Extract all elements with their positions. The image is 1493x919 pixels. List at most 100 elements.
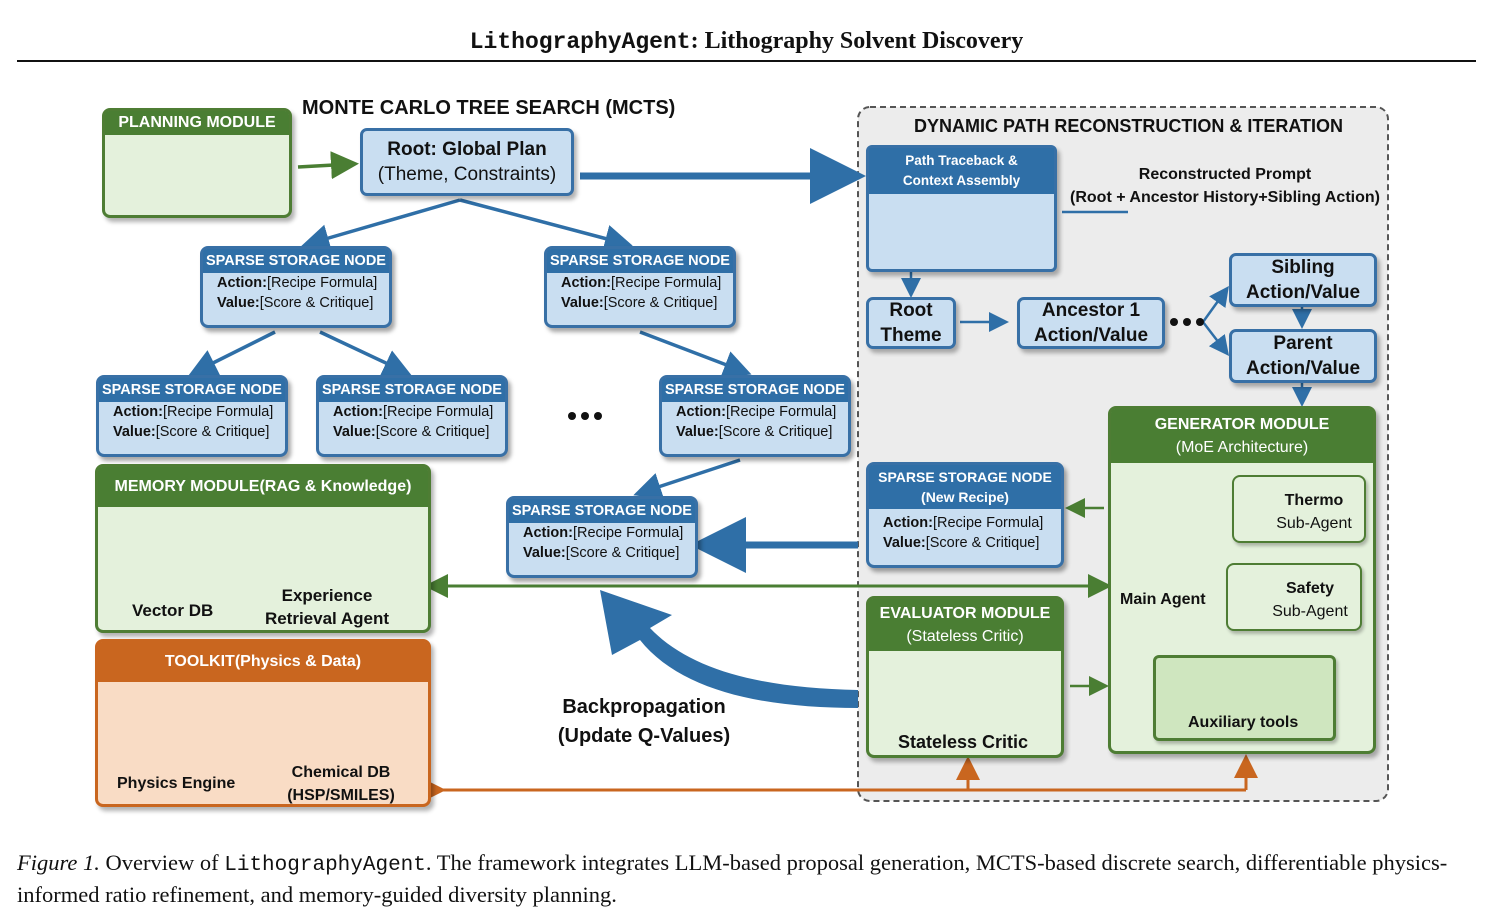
- planning-module: PLANNING MODULE: [102, 108, 292, 218]
- root-theme-box: Root Theme: [866, 297, 956, 349]
- sparse-node-action: Action:[Recipe Formula]: [523, 525, 684, 541]
- chemical-db-line1: Chemical DB: [291, 764, 391, 781]
- safety-line2: Sub-Agent: [1272, 603, 1348, 620]
- mcts-title: MONTE CARLO TREE SEARCH (MCTS): [302, 97, 676, 119]
- stateless-critic-label: Stateless Critic: [898, 732, 1029, 752]
- sparse-node-action: Action:[Recipe Formula]: [561, 275, 722, 291]
- sparse-node-l3: SPARSE STORAGE NODE Action:[Recipe Formu…: [506, 496, 698, 578]
- sparse-node-title: SPARSE STORAGE NODE: [203, 249, 389, 273]
- figure-caption: Figure 1. Overview of LithographyAgent. …: [17, 848, 1487, 909]
- sparse-node-title: SPARSE STORAGE NODE: [509, 499, 695, 523]
- sparse-node-value: Value:[Score & Critique]: [217, 295, 374, 311]
- caption-mono: LithographyAgent: [224, 854, 426, 877]
- figure-header: LithographyAgent: Lithography Solvent Di…: [0, 28, 1493, 55]
- sparse-node-value: Value:[Score & Critique]: [561, 295, 718, 311]
- evaluator-module: EVALUATOR MODULE (Stateless Critic): [866, 596, 1064, 758]
- physics-engine-label: Physics Engine: [117, 775, 236, 792]
- prompt-line1: Reconstructed Prompt: [1138, 166, 1312, 183]
- chemical-db-line2: (HSP/SMILES): [287, 787, 395, 804]
- toolkit-links: [422, 754, 1258, 802]
- safety-label: Safety Sub-Agent: [1266, 577, 1354, 623]
- sparse-node-l1-left: SPARSE STORAGE NODE Action:[Recipe Formu…: [200, 246, 392, 328]
- header-title-rest: : Lithography Solvent Discovery: [690, 28, 1024, 54]
- chemical-db-label: Chemical DB (HSP/SMILES): [278, 761, 404, 807]
- planning-module-title: PLANNING MODULE: [105, 111, 289, 135]
- sparse-node-title: SPARSE STORAGE NODE: [662, 378, 848, 402]
- backprop-label: Backpropagation (Update Q-Values): [540, 693, 748, 751]
- generator-header: GENERATOR MODULE (MoE Architecture): [1111, 409, 1373, 463]
- sparse-node-l2-a: SPARSE STORAGE NODE Action:[Recipe Formu…: [96, 375, 288, 457]
- sibling-box: Sibling Action/Value: [1229, 253, 1377, 307]
- sparse-node-value: Value:[Score & Critique]: [676, 424, 833, 440]
- sparse-node-title: SPARSE STORAGE NODE: [547, 249, 733, 273]
- sparse-node-action: Action:[Recipe Formula]: [333, 404, 494, 420]
- parent-box: Parent Action/Value: [1229, 329, 1377, 383]
- root-line1: Root: Global Plan: [387, 139, 547, 160]
- evaluator-title: EVALUATOR MODULE: [879, 605, 1051, 622]
- caption-label: Figure 1.: [17, 850, 100, 875]
- safety-subagent: [1226, 563, 1362, 631]
- ancestor-line2: Action/Value: [1033, 325, 1149, 346]
- sparse-node-title: SPARSE STORAGE NODE: [99, 378, 285, 402]
- caption-text: . The framework integrates LLM-based pro…: [17, 850, 1448, 907]
- memory-module: MEMORY MODULE(RAG & Knowledge): [95, 464, 431, 633]
- sparse-node-l2-c: SPARSE STORAGE NODE Action:[Recipe Formu…: [659, 375, 851, 457]
- path-traceback-title: Path Traceback & Context Assembly: [869, 148, 1054, 194]
- experience-retrieval-label: Experience Retrieval Agent: [262, 584, 392, 630]
- memory-module-title: MEMORY MODULE(RAG & Knowledge): [98, 467, 428, 507]
- header-title-mono: LithographyAgent: [469, 29, 691, 55]
- evaluator-header: EVALUATOR MODULE (Stateless Critic): [869, 599, 1061, 651]
- sparse-node-action: Action:[Recipe Formula]: [217, 275, 378, 291]
- sparse-node-new-recipe: SPARSE STORAGE NODE (New Recipe) Action:…: [866, 462, 1064, 568]
- sparse-node-value: Value:[Score & Critique]: [113, 424, 270, 440]
- generator-subtitle: (MoE Architecture): [1175, 439, 1309, 456]
- new-recipe-title: SPARSE STORAGE NODE (New Recipe): [869, 465, 1061, 509]
- sparse-node-action: Action:[Recipe Formula]: [676, 404, 837, 420]
- backprop-arrow: [600, 590, 858, 708]
- sparse-node-title: SPARSE STORAGE NODE: [319, 378, 505, 402]
- thermo-line2: Sub-Agent: [1276, 515, 1352, 532]
- experience-line2: Retrieval Agent: [264, 609, 390, 628]
- dynamic-arrows: [901, 210, 1312, 407]
- safety-line1: Safety: [1285, 580, 1335, 597]
- sparse-node-l2-b: SPARSE STORAGE NODE Action:[Recipe Formu…: [316, 375, 508, 457]
- toolkit-module: TOOLKIT(Physics & Data): [95, 639, 431, 807]
- sparse-node-value: Value:[Score & Critique]: [523, 545, 680, 561]
- prompt-line2: (Root + Ancestor History+Sibling Action): [1070, 189, 1380, 206]
- path-traceback-box: Path Traceback & Context Assembly: [866, 145, 1057, 272]
- root-theme-line1: Root: [889, 300, 933, 321]
- tree-edges: [188, 198, 752, 500]
- thermo-line1: Thermo: [1284, 492, 1344, 509]
- sibling-line2: Action/Value: [1245, 282, 1361, 303]
- root-global-plan: Root: Global Plan (Theme, Constraints): [360, 128, 574, 196]
- reconstructed-prompt: Reconstructed Prompt (Root + Ancestor Hi…: [1064, 163, 1386, 209]
- sparse-node-action: Action:[Recipe Formula]: [113, 404, 274, 420]
- new-recipe-value: Value:[Score & Critique]: [883, 535, 1040, 551]
- thermo-subagent: [1232, 475, 1366, 543]
- ancestor-box: Ancestor 1 Action/Value: [1017, 297, 1165, 349]
- auxiliary-tools-box: [1153, 655, 1336, 741]
- parent-line2: Action/Value: [1245, 358, 1361, 379]
- sibling-line1: Sibling: [1271, 257, 1335, 278]
- sparse-node-l1-right: SPARSE STORAGE NODE Action:[Recipe Formu…: [544, 246, 736, 328]
- ancestor-line1: Ancestor 1: [1041, 300, 1141, 321]
- auxiliary-tools-label: Auxiliary tools: [1188, 714, 1299, 731]
- toolkit-title: TOOLKIT(Physics & Data): [98, 642, 428, 682]
- root-theme-line2: Theme: [880, 325, 942, 346]
- caption-pre: Overview of: [99, 850, 225, 875]
- ellipsis-dots: [568, 318, 1204, 420]
- backprop-line1: Backpropagation: [562, 696, 726, 718]
- main-agent-label: Main Agent: [1120, 591, 1206, 608]
- new-recipe-action: Action:[Recipe Formula]: [883, 515, 1044, 531]
- planning-to-root-arrow: [297, 151, 359, 180]
- experience-line1: Experience: [281, 586, 373, 605]
- evaluator-subtitle: (Stateless Critic): [906, 628, 1024, 645]
- dynamic-title: DYNAMIC PATH RECONSTRUCTION & ITERATION: [914, 116, 1343, 136]
- root-line2: (Theme, Constraints): [377, 164, 557, 185]
- parent-line1: Parent: [1273, 333, 1333, 354]
- header-rule: [17, 60, 1476, 62]
- sparse-node-value: Value:[Score & Critique]: [333, 424, 490, 440]
- generator-title: GENERATOR MODULE: [1154, 416, 1330, 433]
- vector-db-label: Vector DB: [132, 601, 214, 620]
- thermo-label: Thermo Sub-Agent: [1270, 489, 1358, 535]
